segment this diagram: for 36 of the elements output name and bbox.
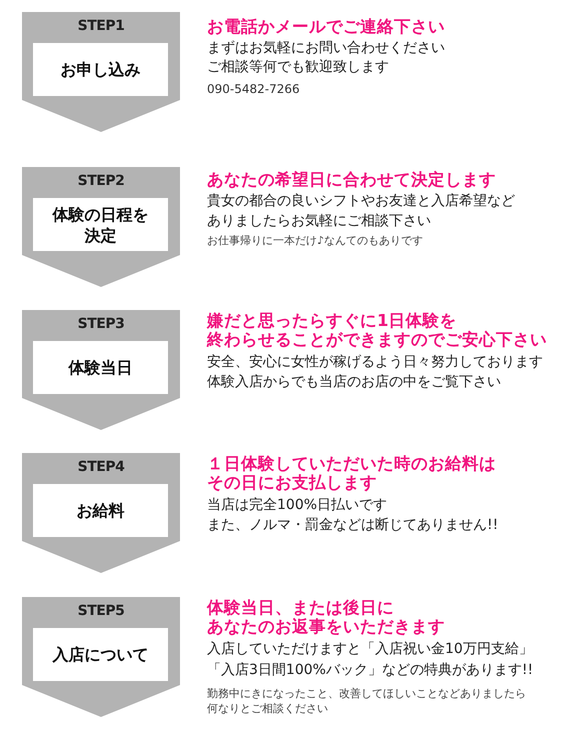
body-text: 貴女の都合の良いシフトやお友達と入店希望など: [207, 192, 515, 210]
step-banner: [22, 12, 180, 132]
body-text: ご相談等何でも歓迎致します: [207, 58, 389, 76]
step-label: STEP1: [76, 18, 126, 34]
body-text: 当店は完全100%日払いです: [207, 496, 388, 514]
step-label: STEP5: [76, 603, 126, 619]
step-title: お申し込み: [33, 43, 168, 96]
step-label: STEP2: [76, 173, 126, 189]
body-text: 体験入店からでも当店のお店の中をご覧下さい: [207, 373, 501, 391]
step-banner: [22, 453, 180, 573]
note-text: 勤務中にきになったこと、改善してほしいことなどありましたら何なりとご相談ください: [207, 686, 527, 716]
heading: その日にお支払します: [207, 472, 377, 494]
heading: あなたの希望日に合わせて決定します: [207, 169, 496, 191]
heading: お電話かメールでご連絡下さい: [207, 16, 445, 38]
body-text: また、ノルマ・罰金などは断じてありません!!: [207, 516, 498, 534]
step-title: 入店について: [33, 628, 168, 681]
step-banner: [22, 167, 180, 287]
step-label: STEP4: [76, 459, 126, 475]
body-text: 入店していただけますと「入店祝い金10万円支給」: [207, 640, 533, 658]
body-text: まずはお気軽にお問い合わせください: [207, 39, 445, 57]
note-text: お仕事帰りに一本だけ♪なんてのもありです: [207, 233, 424, 248]
step-banner: [22, 310, 180, 430]
heading: 終わらせることができますのでご安心下さい: [207, 330, 547, 351]
step-title: お給料: [33, 484, 168, 537]
step-banner: [22, 597, 180, 717]
step-title: 体験の日程を決定: [33, 198, 168, 251]
heading: あなたのお返事をいただきます: [207, 616, 445, 638]
heading: 嫌だと思ったらすぐに1日体験を: [207, 310, 456, 332]
step-title: 体験当日: [33, 341, 168, 394]
heading: 体験当日、または後日に: [207, 597, 394, 618]
body-text: ありましたらお気軽にご相談下さい: [207, 212, 431, 230]
step-label: STEP3: [76, 316, 126, 332]
body-text: 安全、安心に女性が稼げるよう日々努力しております: [207, 353, 543, 371]
body-text: 「入店3日間100%バック」などの特典があります!!: [207, 661, 534, 679]
phone-number: 090-5482-7266: [207, 82, 300, 96]
heading: １日体験していただいた時のお給料は: [207, 453, 496, 474]
